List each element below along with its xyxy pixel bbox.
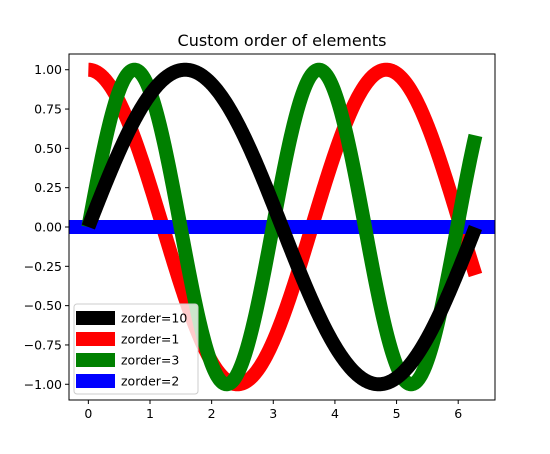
legend-label-zorder-2: zorder=2 — [121, 374, 179, 389]
x-tick-label: 3 — [269, 406, 277, 421]
y-tick-label: −0.50 — [24, 298, 62, 313]
x-tick-label: 6 — [454, 406, 462, 421]
series-line-zorder-10 — [81, 62, 482, 392]
y-tick-label: −1.00 — [24, 377, 62, 392]
x-tick-label: 5 — [393, 406, 401, 421]
x-tick-label: 1 — [146, 406, 154, 421]
series-line-zorder-1 — [82, 62, 483, 392]
y-tick-label: 1.00 — [34, 62, 62, 77]
x-tick-label: 2 — [208, 406, 216, 421]
legend-label-zorder-1: zorder=1 — [121, 332, 179, 347]
legend-box — [73, 303, 199, 395]
series-layer — [69, 62, 495, 392]
legend: zorder=10 zorder=1 zorder=3 zorder=2 — [73, 303, 199, 395]
x-tick-label: 4 — [331, 406, 339, 421]
y-tick-label: 0.25 — [34, 180, 62, 195]
legend-label-zorder-10: zorder=10 — [121, 311, 187, 326]
x-axis: 0 1 2 3 4 5 6 — [84, 400, 462, 421]
y-tick-label: 0.00 — [34, 220, 62, 235]
y-tick-label: 0.75 — [34, 102, 62, 117]
y-axis: 1.00 0.75 0.50 0.25 0.00 −0.25 −0.50 −0.75 −1.00 — [24, 62, 69, 392]
legend-label-zorder-3: zorder=3 — [121, 353, 179, 368]
chart-title: Custom order of elements — [178, 31, 387, 50]
x-tick-label: 0 — [84, 406, 92, 421]
y-tick-label: 0.50 — [34, 141, 62, 156]
y-tick-label: −0.75 — [24, 337, 62, 352]
y-tick-label: −0.25 — [24, 259, 62, 274]
